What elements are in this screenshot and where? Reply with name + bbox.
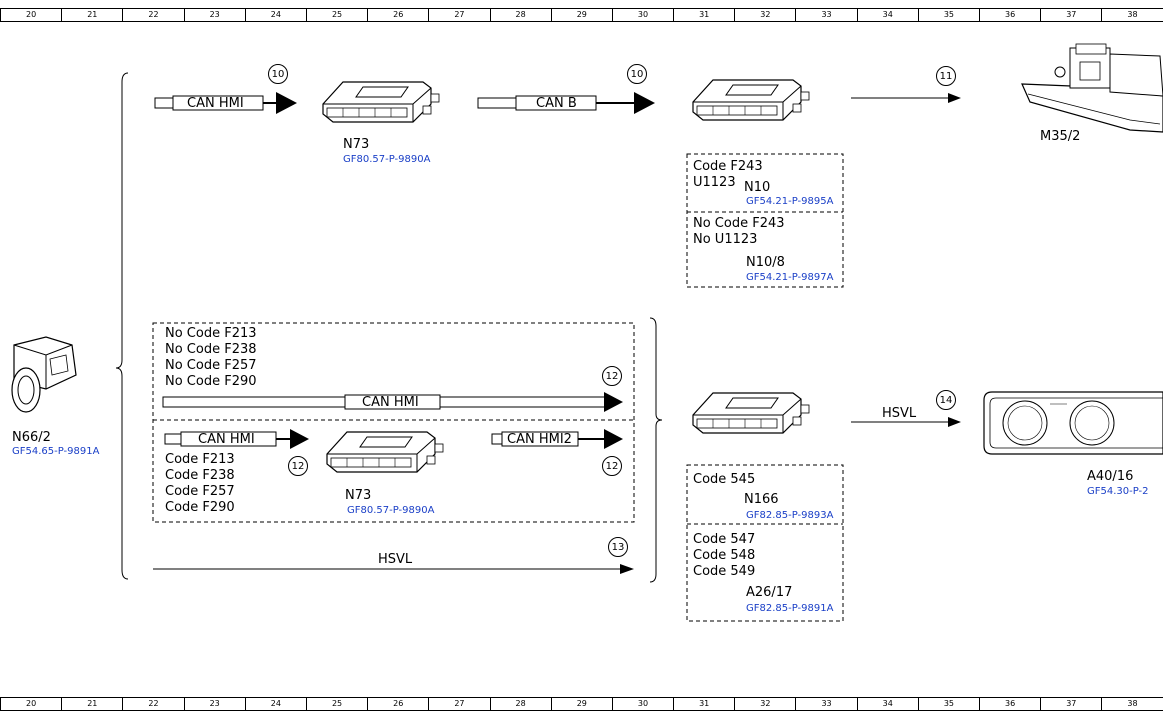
ruler-tick: 26 xyxy=(367,698,428,710)
right-brace xyxy=(649,317,663,583)
ruler-tick: 21 xyxy=(61,9,122,21)
component-name-n66-2: N66/2 xyxy=(12,430,51,445)
component-name-n73-bottom: N73 xyxy=(345,488,372,503)
can-hmi-top-connection xyxy=(154,92,297,114)
n73-bottom-unit xyxy=(326,431,444,473)
component-name-n10-8: N10/8 xyxy=(746,255,785,270)
ruler-tick: 27 xyxy=(428,698,489,710)
ruler-tick: 37 xyxy=(1040,698,1101,710)
code-variant-box xyxy=(152,322,635,523)
ruler-tick: 20 xyxy=(0,9,61,21)
ruler-tick: 26 xyxy=(367,9,428,21)
doc-link-n73-top[interactable]: GF80.57-P-9890A xyxy=(343,154,431,165)
doc-link-a26-17[interactable]: GF82.85-P-9891A xyxy=(746,603,834,614)
ruler-tick: 38 xyxy=(1101,9,1162,21)
ruler-tick: 32 xyxy=(734,698,795,710)
ruler-tick: 32 xyxy=(734,9,795,21)
bus-label-can-b: CAN B xyxy=(536,96,577,111)
component-name-a40-16: A40/16 xyxy=(1087,469,1134,484)
component-name-a26-17: A26/17 xyxy=(746,585,793,600)
component-name-n166: N166 xyxy=(744,492,779,507)
a40-16-display xyxy=(983,391,1163,455)
ruler-tick: 38 xyxy=(1101,698,1162,710)
ruler-tick: 30 xyxy=(611,698,673,710)
n166-variant-box xyxy=(686,464,844,622)
ruler-tick: 23 xyxy=(183,698,245,710)
m35-2-device xyxy=(1021,43,1163,133)
bus-label-can-hmi-top: CAN HMI xyxy=(187,96,244,111)
ruler-tick: 36 xyxy=(979,9,1040,21)
doc-link-n10-8[interactable]: GF54.21-P-9897A xyxy=(746,272,834,283)
n10-variant-box xyxy=(686,153,844,288)
bus-label-can-hmi2: CAN HMI2 xyxy=(507,432,572,447)
ruler-tick: 28 xyxy=(489,9,551,21)
ruler-tick: 31 xyxy=(673,9,734,21)
step-marker-11: 11 xyxy=(936,66,956,86)
doc-link-n73-bottom[interactable]: GF80.57-P-9890A xyxy=(347,505,435,516)
can-hmi-short-connection xyxy=(164,429,309,449)
step-marker-12-c: 12 xyxy=(602,456,622,476)
can-hmi2-connection xyxy=(491,429,623,449)
ruler-tick: 29 xyxy=(550,698,612,710)
step-marker-14: 14 xyxy=(936,390,956,410)
can-b-connection xyxy=(477,92,655,114)
ruler-tick: 23 xyxy=(183,9,245,21)
n73-top-unit xyxy=(322,81,440,123)
code-label-545: Code 545 xyxy=(693,472,756,487)
step-marker-10-b: 10 xyxy=(627,64,647,84)
ruler-tick: 30 xyxy=(611,9,673,21)
doc-link-n10[interactable]: GF54.21-P-9895A xyxy=(746,196,834,207)
ruler-tick: 28 xyxy=(489,698,551,710)
hsvl-bottom-line xyxy=(153,564,634,574)
ruler-tick: 24 xyxy=(244,9,306,21)
ruler-tick: 22 xyxy=(122,698,183,710)
doc-link-n66-2[interactable]: GF54.65-P-9891A xyxy=(12,446,100,457)
step-marker-12-a: 12 xyxy=(602,366,622,386)
n166-unit xyxy=(692,392,810,434)
ruler-tick: 37 xyxy=(1040,9,1101,21)
component-name-n73-top: N73 xyxy=(343,137,370,152)
ruler-tick: 25 xyxy=(305,9,367,21)
hsvl-right-line xyxy=(851,417,961,427)
bus-label-hsvl-right: HSVL xyxy=(882,406,917,421)
ruler-tick: 31 xyxy=(673,698,734,710)
bus-label-can-hmi-long: CAN HMI xyxy=(362,395,419,410)
ruler-tick: 33 xyxy=(795,698,856,710)
n66-2-camera xyxy=(11,336,77,413)
ruler-tick: 25 xyxy=(305,698,367,710)
bus-label-can-hmi-short: CAN HMI xyxy=(198,432,255,447)
code-label-n10: Code F243 U1123 xyxy=(693,159,763,190)
can-hmi-long-connection xyxy=(162,392,623,412)
step-marker-12-b: 12 xyxy=(288,456,308,476)
line-to-m35-2 xyxy=(851,93,961,103)
ruler-tick: 27 xyxy=(428,9,489,21)
ruler-tick: 24 xyxy=(244,698,306,710)
component-name-m35-2: M35/2 xyxy=(1040,129,1081,144)
ruler-tick: 34 xyxy=(856,698,918,710)
code-label-n10-8: No Code F243 No U1123 xyxy=(693,216,785,247)
step-marker-10-a: 10 xyxy=(268,64,288,84)
ruler-tick: 36 xyxy=(979,698,1040,710)
ruler-tick: 22 xyxy=(122,9,183,21)
ruler-tick: 35 xyxy=(917,698,979,710)
doc-link-a40-16[interactable]: GF54.30-P-2 xyxy=(1087,486,1149,497)
code-label-547-group: Code 547 Code 548 Code 549 xyxy=(693,532,756,579)
ruler-tick: 21 xyxy=(61,698,122,710)
code-label-code-group: Code F213 Code F238 Code F257 Code F290 xyxy=(165,452,235,515)
n10-unit xyxy=(692,79,810,121)
component-name-n10: N10 xyxy=(744,180,771,195)
left-brace xyxy=(115,72,129,580)
ruler-tick: 34 xyxy=(856,9,918,21)
step-marker-13: 13 xyxy=(608,537,628,557)
ruler-tick: 35 xyxy=(917,9,979,21)
ruler-tick: 29 xyxy=(550,9,612,21)
ruler-tick: 33 xyxy=(795,9,856,21)
ruler-tick: 20 xyxy=(0,698,61,710)
doc-link-n166[interactable]: GF82.85-P-9893A xyxy=(746,510,834,521)
code-label-no-code-group: No Code F213 No Code F238 No Code F257 N… xyxy=(165,326,257,389)
bus-label-hsvl-bottom: HSVL xyxy=(378,552,413,567)
